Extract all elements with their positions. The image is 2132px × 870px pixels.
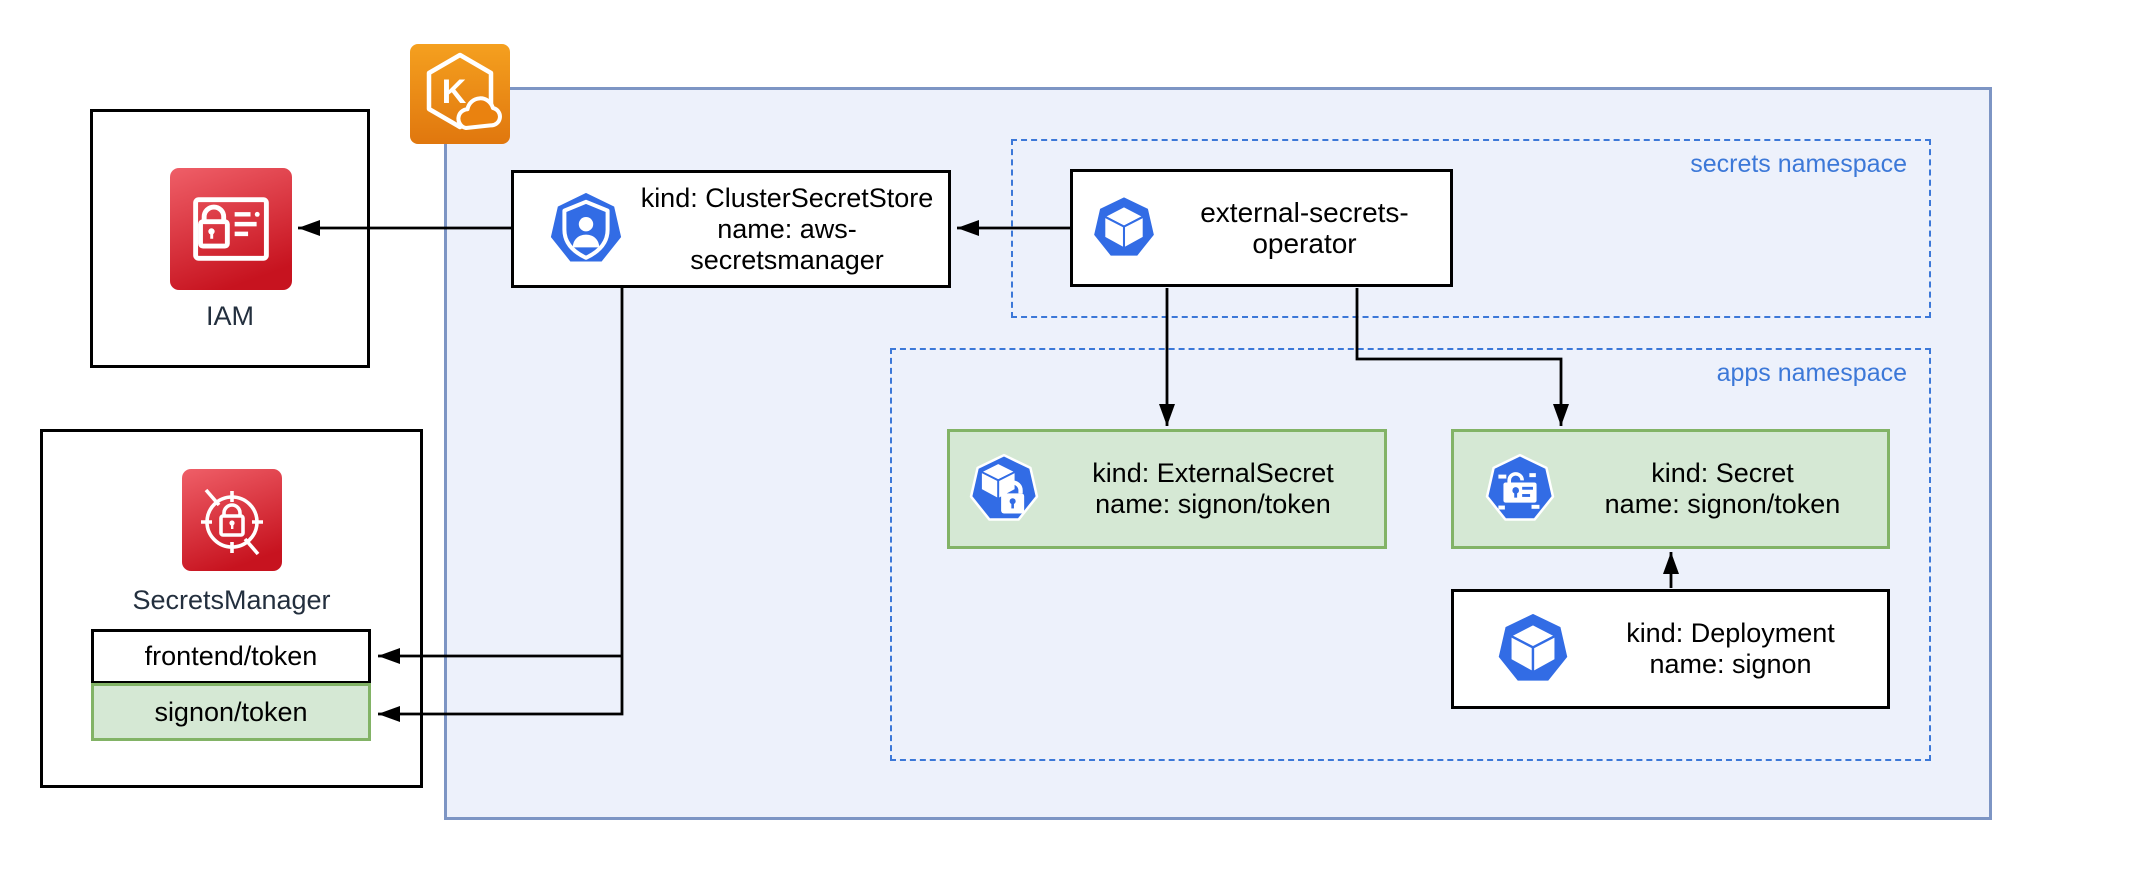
cluster-secret-store-icon — [546, 187, 626, 271]
secret-entry-frontend-token: frontend/token — [91, 629, 371, 684]
secret-entry-label: frontend/token — [144, 641, 318, 671]
svg-text:K: K — [442, 73, 467, 111]
external-secrets-operator-node: external-secrets-operator — [1070, 169, 1453, 287]
deployment-node: kind: Deployment name: signon — [1451, 589, 1890, 709]
secret-icon — [1482, 451, 1558, 527]
cluster-secret-store-node: kind: ClusterSecretStore name: aws-secre… — [511, 170, 951, 288]
secrets-manager-caption: SecretsManager — [132, 585, 331, 615]
secret-label: kind: Secret name: signon/token — [1604, 458, 1841, 519]
cluster-secret-store-label: kind: ClusterSecretStore name: aws-secre… — [640, 182, 934, 275]
pod-icon — [1492, 608, 1574, 690]
external-secret-icon — [966, 451, 1042, 527]
eks-kubernetes-icon: K — [410, 44, 510, 144]
apps-namespace-label: apps namespace — [1716, 359, 1907, 387]
external-secret-label: kind: ExternalSecret name: signon/token — [1092, 458, 1334, 519]
external-secret-node: kind: ExternalSecret name: signon/token — [947, 429, 1387, 549]
secret-node: kind: Secret name: signon/token — [1451, 429, 1890, 549]
iam-caption: IAM — [205, 301, 254, 331]
iam-icon — [170, 168, 292, 290]
deployment-label: kind: Deployment name: signon — [1626, 618, 1835, 679]
secret-entry-signon-token: signon/token — [91, 683, 371, 741]
external-secrets-operator-label: external-secrets-operator — [1200, 197, 1409, 259]
pod-icon — [1089, 192, 1159, 264]
secrets-namespace-label: secrets namespace — [1690, 150, 1907, 178]
secrets-manager-icon — [182, 469, 282, 571]
secret-entry-label: signon/token — [154, 696, 308, 727]
